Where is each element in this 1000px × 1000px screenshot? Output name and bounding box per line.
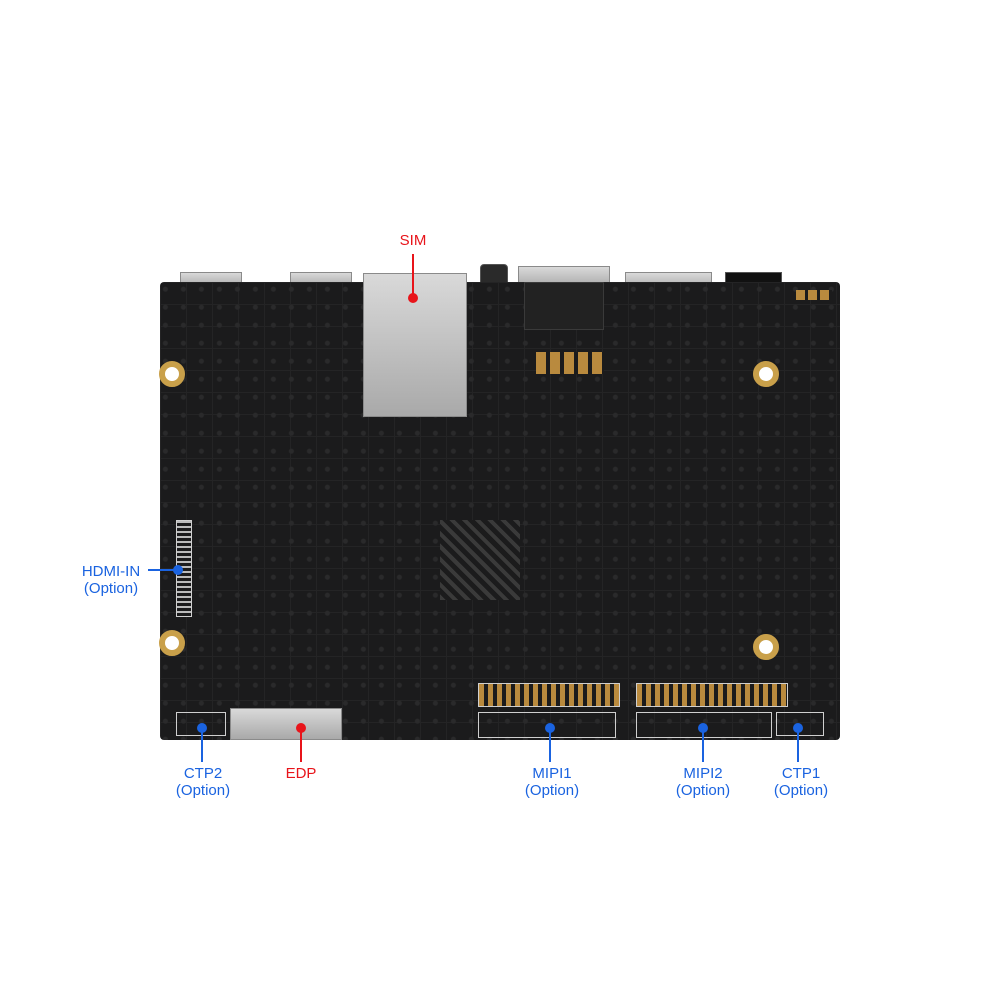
mount-hole-tl [159, 361, 185, 387]
edp-label: EDP [285, 765, 317, 782]
soc-area [440, 520, 520, 600]
ctp2-label: CTP2 [183, 765, 223, 782]
ethernet-jack-body [524, 282, 604, 330]
hdmi-in-leader-line [148, 569, 178, 571]
mount-hole-br [753, 634, 779, 660]
lvds2-header [636, 683, 788, 707]
edp-connector [230, 708, 342, 740]
pcb-board [160, 282, 840, 740]
mipi1-connector [478, 712, 616, 738]
mipi2-leader-line [702, 728, 704, 762]
mount-hole-bl [159, 630, 185, 656]
ctp1-connector [776, 712, 824, 736]
ctp1-leader-line [797, 728, 799, 762]
copper-pads [536, 352, 604, 374]
mipi2-label: MIPI2 [683, 765, 723, 782]
lvds1-header [478, 683, 620, 707]
mipi1-label: MIPI1 [532, 765, 572, 782]
ctp1-sub: (Option) [773, 782, 829, 799]
hdmi-in-marker-dot [173, 565, 183, 575]
ctp2-sub: (Option) [175, 782, 231, 799]
sim-marker-dot [408, 293, 418, 303]
ctp2-leader-line [201, 728, 203, 762]
mipi2-sub: (Option) [675, 782, 731, 799]
edp-leader-line [300, 728, 302, 762]
hdmi-in-label: HDMI-IN [81, 563, 141, 580]
hdmi-in-sub: (Option) [83, 580, 139, 597]
sim-label: SIM [399, 232, 427, 249]
ctp1-label: CTP1 [781, 765, 821, 782]
sim-leader-line [412, 254, 414, 298]
mipi2-connector [636, 712, 772, 738]
mount-hole-tr [753, 361, 779, 387]
mipi1-sub: (Option) [524, 782, 580, 799]
gpio-pads [796, 290, 832, 300]
mipi1-leader-line [549, 728, 551, 762]
